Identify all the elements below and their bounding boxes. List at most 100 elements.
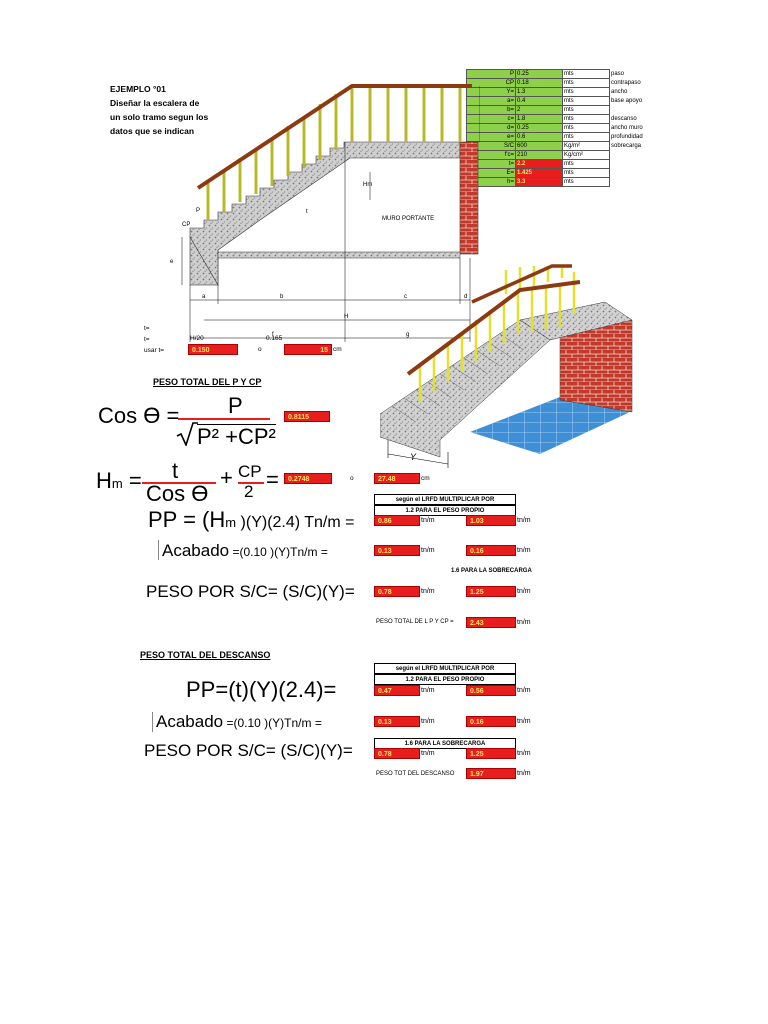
- param-description: profundidad: [609, 132, 663, 142]
- hm-formula-lhs: Hm =: [96, 468, 142, 493]
- param-description: sobrecarga: [609, 141, 663, 151]
- ejemplo-line-3: datos que se indican: [110, 126, 195, 136]
- param-unit: mts: [562, 123, 610, 133]
- sc-factored-unit-1: tn/m: [517, 588, 531, 595]
- param-value: 1.3: [515, 87, 563, 97]
- param-value: 3.3: [515, 177, 563, 187]
- hm-cm-unit: cm: [421, 475, 430, 482]
- t-cm-unit: cm: [333, 346, 342, 353]
- dim-d: d: [464, 294, 467, 300]
- stair-isometric-drawing: Y: [380, 264, 633, 468]
- param-unit: Kg/m²: [562, 141, 610, 151]
- hm-fraction-line-1: [142, 482, 216, 484]
- iso-y-label: Y: [410, 452, 417, 462]
- iso-y-dimension: [387, 440, 449, 468]
- ground-slab: [217, 251, 461, 259]
- pp-factored-unit-1: tn/m: [517, 517, 531, 524]
- handrail: [196, 84, 472, 190]
- pp-value-2: 0.47: [374, 685, 420, 696]
- param-description: [609, 150, 663, 160]
- railing-posts: [206, 88, 462, 220]
- param-value: 0.25: [515, 69, 563, 79]
- hm-value: 0.2748: [284, 473, 332, 484]
- param-value: 1.8: [515, 114, 563, 124]
- pp-unit-2: tn/m: [421, 687, 435, 694]
- param-description: descanso: [609, 114, 663, 124]
- total-descanso-label: PESO TOT DEL DESCANSO: [376, 771, 455, 777]
- dim-f: f: [272, 332, 274, 338]
- hm-formula-plus: +: [220, 465, 233, 490]
- sqrt-icon: [176, 422, 198, 446]
- param-description: [609, 177, 663, 187]
- lrfd-multiplicar-2: según el LRFD MULTIPLICAR POR: [374, 663, 516, 674]
- ejemplo-line-1: Diseñar la escalera de: [110, 98, 200, 108]
- cos-fraction-line: [178, 418, 270, 420]
- hm-or: o: [350, 475, 354, 482]
- lrfd-peso-propio-2: 1.2 PARA EL PESO PROPIO: [374, 674, 516, 685]
- hm-formula-cos: Cos ϴ: [146, 481, 209, 506]
- pp-unit-1: tn/m: [421, 517, 435, 524]
- dim-a: a: [202, 294, 206, 300]
- sc-factored-unit-2: tn/m: [517, 750, 531, 757]
- total-p-cp-label: PESO TOTAL DE L P Y CP =: [376, 619, 454, 625]
- acabado-unit-1: tn/m: [421, 547, 435, 554]
- acabado-factored-value-2: 0.16: [466, 716, 516, 727]
- param-value: 210: [515, 150, 563, 160]
- section-descanso-title: PESO TOTAL DEL DESCANSO: [140, 650, 271, 660]
- stair-elevation-drawing: 90 Hm t CP P e MURO PORTANTE a b c d H f…: [170, 84, 480, 342]
- or-label: o: [258, 346, 262, 353]
- label-t: t: [306, 209, 308, 215]
- sc-value-1: 0.78: [374, 586, 420, 597]
- total-descanso-unit: tn/m: [517, 770, 531, 777]
- h-over-20: H/20: [190, 335, 204, 342]
- param-unit: mts: [562, 69, 610, 79]
- hm-formula-eq: =: [266, 467, 279, 492]
- acabado-value-1: 0.13: [374, 545, 420, 556]
- hm-formula-two: 2: [244, 482, 254, 501]
- label-cp: CP: [182, 222, 190, 228]
- label-p: P: [196, 208, 200, 214]
- label-muro-portante: MURO PORTANTE: [382, 216, 434, 222]
- param-description: [609, 105, 663, 115]
- param-unit: Kg/cm²: [562, 150, 610, 160]
- param-key: P: [466, 69, 516, 79]
- cos-formula-p: P: [228, 393, 243, 418]
- dim-b: b: [280, 294, 284, 300]
- param-unit: mts: [562, 177, 610, 187]
- param-unit: mts: [562, 105, 610, 115]
- cos-formula-lhs: Cos ϴ =: [98, 403, 180, 428]
- cos-value: 0.8115: [284, 411, 330, 422]
- pp-factored-unit-2: tn/m: [517, 687, 531, 694]
- param-description: [609, 168, 663, 178]
- param-description: base apoyo: [609, 96, 663, 106]
- lrfd-sobrecarga-2: 1.6 PARA LA SOBRECARGA: [374, 738, 516, 749]
- acabado-factored-unit-1: tn/m: [517, 547, 531, 554]
- pp-factored-value-1: 1.03: [466, 515, 516, 526]
- sc-factored-value-2: 1.25: [466, 748, 516, 759]
- param-description: paso: [609, 69, 663, 79]
- t-cm-value: 15: [284, 344, 332, 355]
- total-p-cp-value: 2.43: [466, 617, 516, 628]
- usar-t-value: 0.150: [188, 344, 238, 355]
- param-value: 2: [515, 105, 563, 115]
- param-value: 600: [515, 141, 563, 151]
- pp-factored-value-2: 0.56: [466, 685, 516, 696]
- tile-floor: [470, 397, 630, 454]
- dim-h: H: [344, 314, 348, 320]
- hm-formula-cp: CP: [238, 462, 262, 481]
- hm-fraction-line-2: [238, 482, 264, 484]
- param-value: 2.2: [515, 159, 563, 169]
- sc-unit-2: tn/m: [421, 750, 435, 757]
- param-description: [609, 159, 663, 169]
- hm-cm-value: 27.48: [374, 473, 420, 484]
- sc-value-2: 0.78: [374, 748, 420, 759]
- t-label-2: t=: [144, 336, 150, 343]
- param-value: 0.4: [515, 96, 563, 106]
